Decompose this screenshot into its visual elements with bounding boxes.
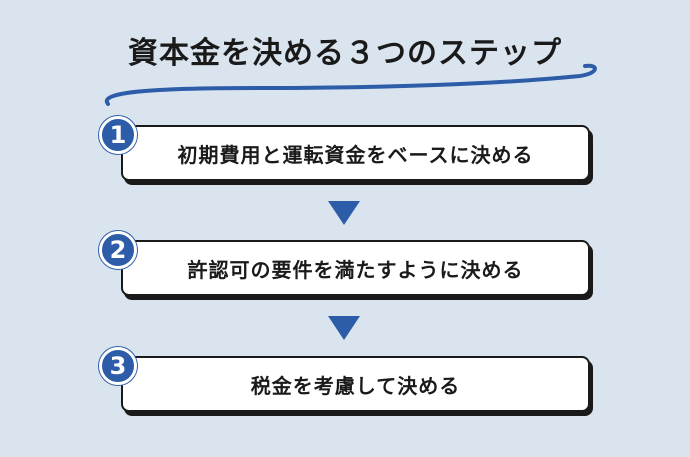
step-1-badge: 1 — [99, 116, 137, 154]
arrow-down-icon — [328, 201, 360, 225]
step-3-box: 税金を考慮して決める — [121, 356, 590, 412]
step-2-box: 許認可の要件を満たすように決める — [121, 240, 590, 296]
step-3-badge: 3 — [99, 347, 137, 385]
arrow-down-icon — [328, 316, 360, 340]
step-2-label: 許認可の要件を満たすように決める — [187, 257, 524, 282]
page-title: 資本金を決める３つのステップ — [128, 36, 562, 71]
title-underline-swoosh — [104, 63, 597, 106]
step-1-box: 初期費用と運転資金をベースに決める — [121, 125, 590, 181]
step-1-label: 初期費用と運転資金をベースに決める — [177, 142, 534, 167]
step-3-label: 税金を考慮して決める — [250, 373, 461, 398]
step-2-badge: 2 — [99, 231, 137, 269]
